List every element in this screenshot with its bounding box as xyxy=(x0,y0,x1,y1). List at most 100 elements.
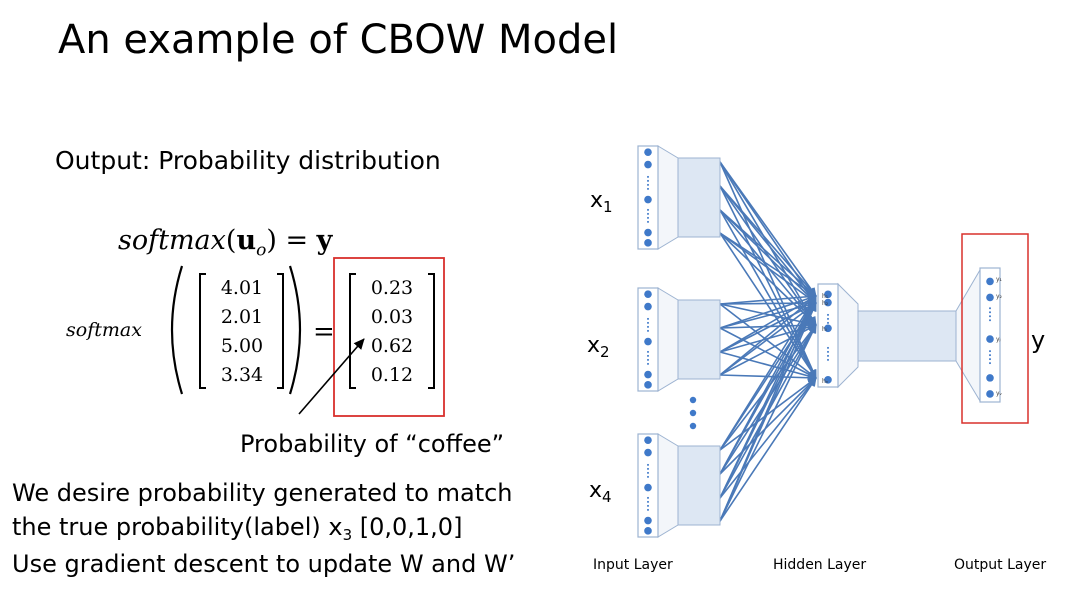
edge xyxy=(719,377,817,475)
input-2-ellipsis-dot xyxy=(647,317,649,320)
slide-title: An example of CBOW Model xyxy=(58,17,619,63)
output-ellipsis-dot xyxy=(989,354,991,357)
weight-box xyxy=(677,299,721,380)
input-3-ellipsis-dot xyxy=(647,471,649,474)
edge xyxy=(719,351,817,380)
output-node xyxy=(986,374,994,382)
output-highlight-box xyxy=(333,257,445,417)
input-connector xyxy=(657,433,679,538)
edge xyxy=(719,303,817,379)
input-1-ellipsis-dot xyxy=(647,208,649,211)
edge xyxy=(719,301,817,329)
edge xyxy=(719,292,817,305)
hidden-ellipsis-dot xyxy=(827,358,829,361)
output-vector: 0.23 0.03 0.62 0.12 xyxy=(364,274,420,390)
output-value: 0.03 xyxy=(370,306,414,328)
hidden-node-label: h₁ xyxy=(822,293,829,300)
output-node-label: y₁ xyxy=(996,276,1003,283)
input-3-node xyxy=(644,448,652,457)
output-ellipsis-dot xyxy=(989,319,991,322)
input-value: 5.00 xyxy=(220,335,264,357)
hidden-node-label: h₂ xyxy=(822,300,829,307)
hidden-ellipsis-dot xyxy=(827,321,829,324)
input-layer-label: Input Layer xyxy=(593,557,673,573)
edge xyxy=(719,232,817,304)
hidden-ellipsis-dot xyxy=(827,325,829,328)
input-3-ellipsis-dot xyxy=(647,500,649,503)
formula-result: y xyxy=(316,225,333,256)
input-1-ellipsis-dot xyxy=(647,183,649,186)
output-ellipsis-dot xyxy=(989,315,991,318)
input-3-ellipsis-dot xyxy=(647,475,649,478)
output-label: Output: Probability distribution xyxy=(55,146,441,175)
body-line-2-text: the true probability(label) x xyxy=(12,513,343,541)
group-ellipsis-dot xyxy=(689,409,697,417)
input-1-ellipsis-dot xyxy=(647,216,649,219)
hidden-ellipsis-dot xyxy=(827,354,829,357)
left-paren xyxy=(170,265,184,395)
body-line-3: Use gradient descent to update W and W’ xyxy=(12,550,516,578)
input-3-ellipsis-dot xyxy=(647,467,649,470)
softmax-word: softmax xyxy=(66,319,142,341)
right-bracket-in xyxy=(277,273,284,389)
output-ellipsis-dot xyxy=(989,307,991,310)
input-2-node xyxy=(644,290,652,298)
edge xyxy=(719,327,817,379)
output-node xyxy=(986,335,994,343)
input-2-ellipsis-dot xyxy=(647,358,649,361)
output-connector xyxy=(955,268,981,403)
coffee-label: Probability of “coffee” xyxy=(240,430,505,458)
input-1-ellipsis-dot xyxy=(647,187,649,190)
output-label-y: y xyxy=(1031,326,1046,354)
hidden-weight-box xyxy=(857,310,957,362)
hidden-ellipsis-dot xyxy=(827,313,829,316)
edge xyxy=(719,161,817,304)
input-1-ellipsis-dot xyxy=(647,212,649,215)
weight-box xyxy=(677,157,721,238)
output-ellipsis-dot xyxy=(989,350,991,353)
hidden-column xyxy=(817,283,839,388)
group-ellipsis-dot xyxy=(689,396,697,404)
group-ellipsis-dot xyxy=(689,422,697,430)
output-ellipsis-dot xyxy=(989,311,991,314)
edge xyxy=(719,377,817,451)
input-2-ellipsis-dot xyxy=(647,362,649,365)
input-label-x4: x4 xyxy=(589,478,612,506)
input-1-node xyxy=(644,228,652,237)
weight-box xyxy=(677,445,721,526)
input-3-node xyxy=(644,527,652,535)
output-layer-label: Output Layer xyxy=(954,557,1047,573)
right-paren xyxy=(288,265,302,395)
edge xyxy=(719,299,817,308)
formula-arg: u xyxy=(236,225,257,256)
hidden-node-label: hₙ xyxy=(822,378,829,385)
hidden-ellipsis-dot xyxy=(827,317,829,320)
input-3-ellipsis-dot xyxy=(647,496,649,499)
body-line-1: We desire probability generated to match xyxy=(12,479,513,507)
edge xyxy=(719,209,817,304)
output-node-label: y₂ xyxy=(996,293,1003,300)
input-vector: 4.01 2.01 5.00 3.34 xyxy=(212,274,272,390)
input-3-node xyxy=(644,516,652,525)
softmax-func-name: softmax xyxy=(118,225,226,256)
output-node-label: yᵥ xyxy=(996,390,1003,397)
hidden-ellipsis-dot xyxy=(827,346,829,349)
edge xyxy=(719,302,817,522)
input-1-node xyxy=(644,239,652,247)
left-bracket-in xyxy=(199,273,206,389)
input-1-ellipsis-dot xyxy=(647,220,649,223)
edge xyxy=(719,295,817,376)
edge xyxy=(719,294,817,329)
input-label-x2: x2 xyxy=(587,333,610,361)
input-2-ellipsis-dot xyxy=(647,321,649,324)
input-2-node xyxy=(644,381,652,389)
edge xyxy=(719,161,817,379)
hidden-connector xyxy=(837,282,859,389)
edge xyxy=(719,302,817,451)
formula-arg-sub: o xyxy=(256,240,267,261)
edge xyxy=(719,295,817,353)
coffee-arrow xyxy=(298,338,365,415)
body-line-2: the true probability(label) x3 [0,0,1,0] xyxy=(12,511,462,551)
edge xyxy=(719,302,817,376)
